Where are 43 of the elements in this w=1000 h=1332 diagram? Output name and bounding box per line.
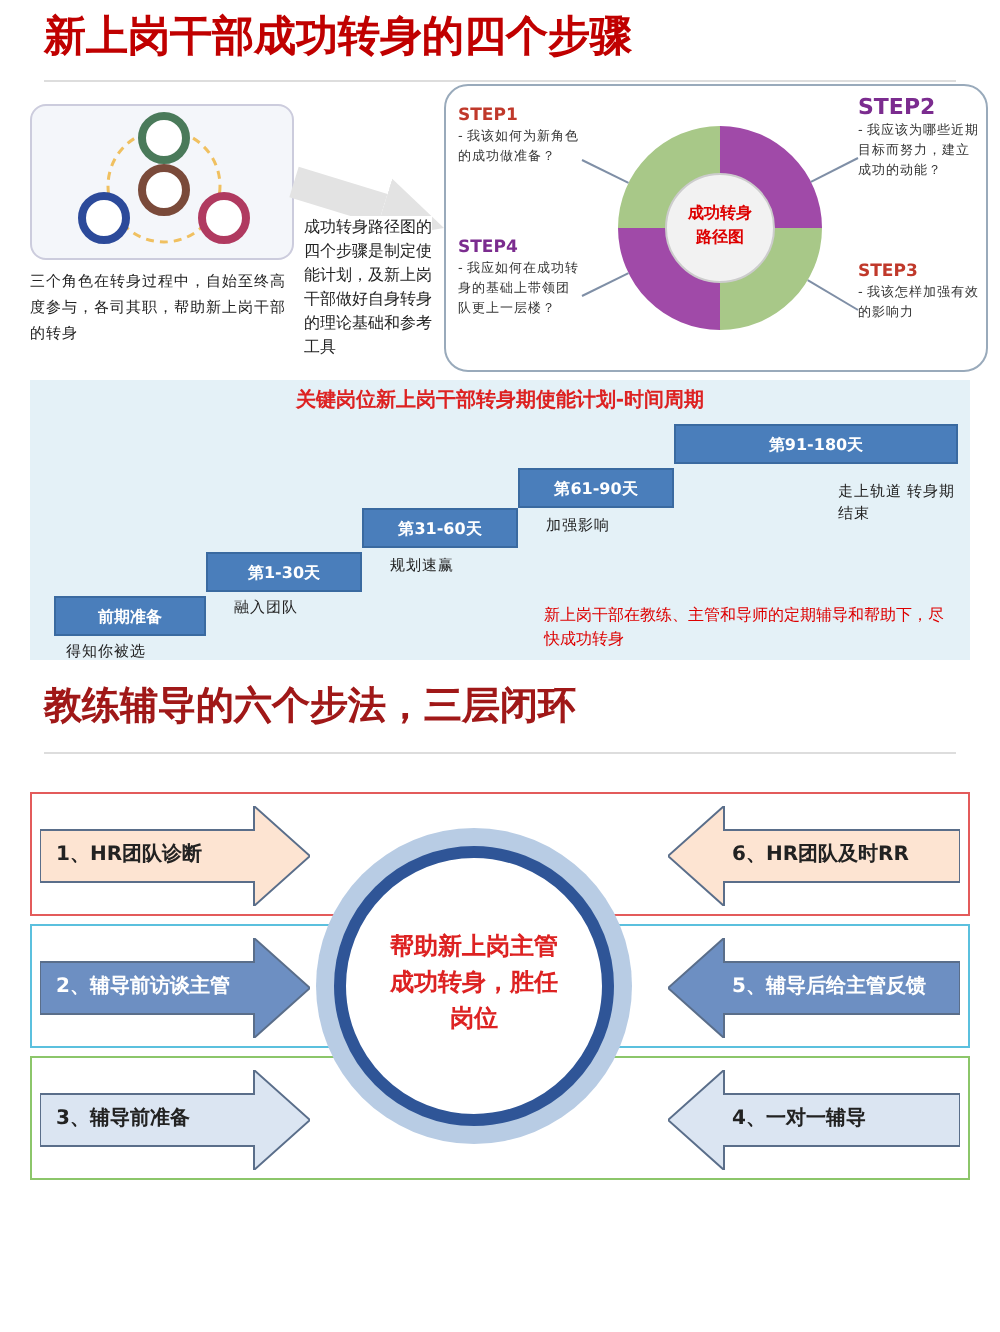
step-title: STEP2 xyxy=(858,94,938,120)
phase-label: 第91-180天 xyxy=(768,433,864,455)
path-ring-drawing xyxy=(618,126,822,330)
phase-label: 第31-60天 xyxy=(398,517,482,539)
band-frame xyxy=(30,1056,970,1180)
step-label: 2、辅导前访谈主管 xyxy=(56,972,230,1002)
step-label: 4、一对一辅导 xyxy=(732,1105,866,1134)
phase-label: 第61-90天 xyxy=(554,477,638,499)
section-heading: 教练辅导的六个步法，三层闭环 xyxy=(44,682,578,732)
goal-circle xyxy=(316,828,632,1144)
phase-bar xyxy=(54,596,206,636)
step-panel xyxy=(444,84,988,372)
step-title: STEP4 xyxy=(458,238,520,258)
timeline-panel xyxy=(30,380,970,660)
phase-bar xyxy=(362,508,518,548)
ring-center-label: 成功转身路径图 xyxy=(686,202,754,250)
edge-label: 成功转身路径图的四个步骤是制定使能计划，及新上岗干部做好自身转身的理论基础和参考工具 xyxy=(304,216,432,360)
step-pointer-tag xyxy=(668,938,960,1038)
step-title: STEP3 xyxy=(858,262,920,282)
step-pointer-tag xyxy=(668,1070,960,1170)
leader-line xyxy=(806,279,859,311)
band-frame xyxy=(30,792,970,916)
phase-bar xyxy=(674,424,958,464)
step-label: 1、HR团队诊断 xyxy=(56,841,203,870)
step-pointer-tag xyxy=(40,938,310,1038)
phase-label: 前期准备 xyxy=(98,605,162,627)
step-pointer-tag xyxy=(668,806,960,906)
phase-label: 第1-30天 xyxy=(247,561,321,583)
step-label: 5、辅导后给主管反馈 xyxy=(732,972,926,1002)
leader-line xyxy=(581,272,630,297)
note-text: 新上岗干部在教练、主管和导师的定期辅导和帮助下，尽快成功转身 xyxy=(544,604,946,652)
step-label: 6、HR团队及时RR xyxy=(732,841,909,870)
phase-bar xyxy=(206,552,362,592)
step-pointer-tag xyxy=(40,806,310,906)
leader-line xyxy=(809,157,859,183)
step-pointer-tag xyxy=(40,1070,310,1170)
panel-heading: 关键岗位新上岗干部转身期使能计划-时间周期 xyxy=(293,386,707,414)
step-title: STEP1 xyxy=(458,106,520,126)
page-title: 新上岗干部成功转身的四个步骤 xyxy=(44,10,634,64)
phase-bar xyxy=(518,468,674,508)
goal-text: 帮助新上岗主管成功转身，胜任岗位 xyxy=(388,930,560,1036)
step-label: 3、辅导前准备 xyxy=(56,1105,190,1134)
leader-line xyxy=(581,159,630,184)
